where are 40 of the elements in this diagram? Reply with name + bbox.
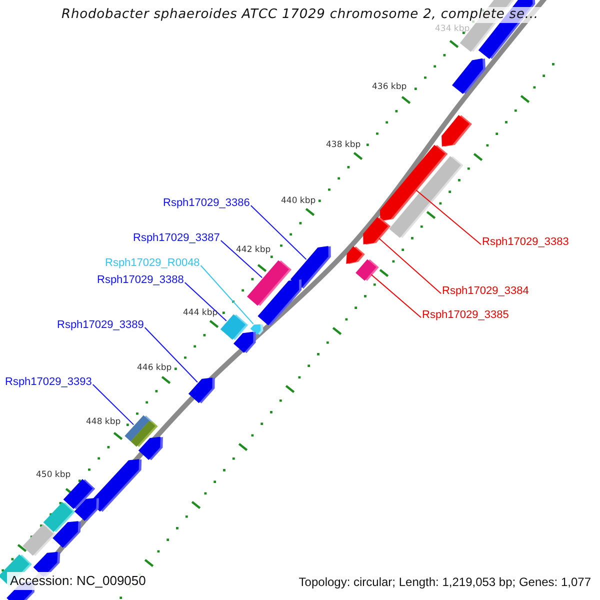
gene-feature xyxy=(52,521,81,548)
scale-label: 436 kbp xyxy=(372,82,407,92)
leader-line xyxy=(416,190,482,245)
gene-label: Rsph17029_3387 xyxy=(133,232,220,245)
scale-label: 444 kbp xyxy=(183,308,218,318)
gene-feature xyxy=(138,436,163,460)
gene-feature xyxy=(233,332,256,354)
gene-feature xyxy=(258,279,302,326)
scale-label: 448 kbp xyxy=(86,417,121,427)
scale-label: 446 kbp xyxy=(137,363,172,373)
gene-block xyxy=(389,156,464,238)
scale-label: 450 kbp xyxy=(36,470,71,480)
leader-line xyxy=(370,274,422,318)
scale-label: 440 kbp xyxy=(281,196,316,206)
gene-label: Rsph17029_3383 xyxy=(482,236,569,249)
gene-label: Rsph17029_3388 xyxy=(97,274,184,287)
gene-feature xyxy=(74,498,100,522)
gene-label: Rsph17029_R0048 xyxy=(105,257,200,270)
leader-line xyxy=(92,384,134,426)
leader-line xyxy=(220,240,263,278)
scale-label: 442 kbp xyxy=(236,245,271,255)
gene-feature xyxy=(346,246,365,264)
gene-block xyxy=(356,259,379,281)
gene-block xyxy=(22,524,56,556)
gene-feature xyxy=(452,58,486,94)
leader-line xyxy=(144,327,198,383)
gene-label: Rsph17029_3393 xyxy=(5,376,92,389)
gene-label: Rsph17029_3385 xyxy=(422,309,509,322)
gene-label: Rsph17029_3389 xyxy=(57,319,144,332)
gene-feature xyxy=(363,217,391,245)
gene-label: Rsph17029_3386 xyxy=(163,197,250,210)
gene-feature xyxy=(188,378,215,404)
scale-label: 438 kbp xyxy=(326,140,361,150)
leader-line xyxy=(378,238,442,294)
gene-feature xyxy=(442,115,472,147)
leader-line xyxy=(250,205,307,260)
leader-line xyxy=(184,282,227,322)
leader-line xyxy=(200,265,254,324)
gene-label: Rsph17029_3384 xyxy=(442,285,529,298)
scale-label: 434 kbp xyxy=(435,24,470,34)
